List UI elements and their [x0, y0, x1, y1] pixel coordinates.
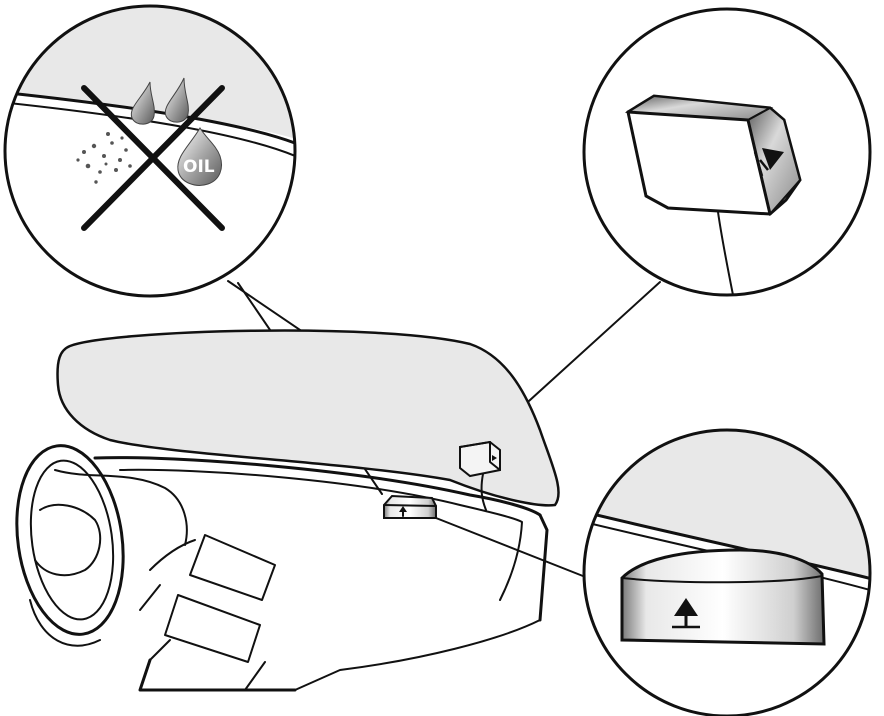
callout-dashboard-sensor-closeup: [582, 428, 872, 716]
water-drop-icon: [164, 77, 189, 123]
sensor-arrow-icon: [492, 455, 497, 461]
sensor-on-windshield: [459, 440, 501, 478]
callout-contaminants: OIL: [3, 4, 297, 298]
windshield: [56, 329, 560, 507]
sensor-arrow-icon: [753, 148, 784, 177]
vent-upper: [189, 534, 276, 601]
sensor-arrow-icon: [672, 598, 700, 629]
oil-drop-icon: OIL: [177, 127, 222, 186]
dashboard: [93, 456, 549, 692]
sensor-on-dashboard: [383, 494, 437, 519]
callout-sensor-closeup: [582, 7, 872, 297]
steering-wheel: [15, 444, 188, 647]
sensor-arrow-icon: [399, 506, 407, 512]
cross-out-icon: [81, 85, 225, 231]
dust-particles-icon: [76, 132, 132, 184]
water-drop-icon: [130, 81, 155, 125]
vent-lower: [164, 594, 261, 663]
oil-label: OIL: [183, 157, 215, 177]
